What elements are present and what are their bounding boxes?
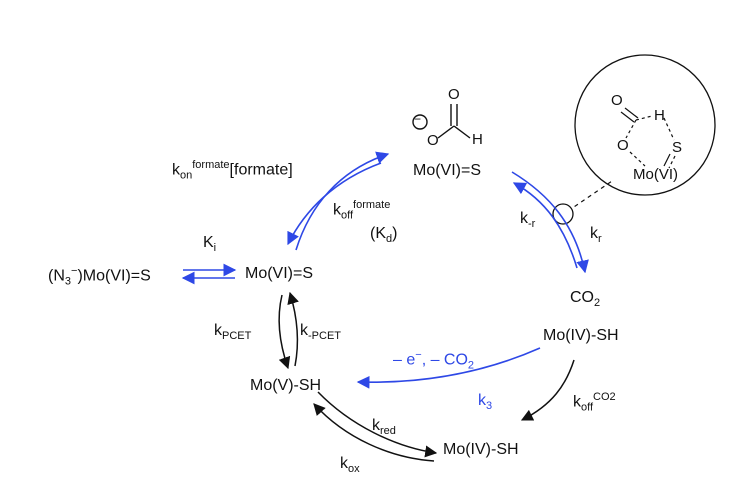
rate-kd: (Kd): [370, 225, 398, 246]
arrow-koff: [287, 162, 382, 246]
inset-dashed-c-h: [635, 115, 653, 121]
rate-koff-co2: koffCO2: [573, 391, 616, 414]
species-inhibited-azide: (N3−)Mo(VI)=S: [48, 265, 151, 288]
inset-o-top: O: [611, 92, 623, 109]
rate-koff-formate: koffformate: [333, 199, 391, 222]
formate-bond-o-c: [437, 125, 455, 139]
rate-kon-formate: konformate[formate]: [172, 159, 293, 182]
species-mo-iv-sh-bottom: Mo(IV)-SH: [443, 441, 519, 458]
transition-state-inset: [552, 54, 716, 225]
inset-bond-c-o-top-a: [620, 111, 635, 123]
rate-k3: k3: [478, 392, 493, 413]
inset-connector-dashed: [567, 180, 613, 212]
inset-mo: Mo(VI): [633, 166, 678, 183]
inset-circle: [574, 54, 716, 196]
inset-dashed-h-s: [663, 117, 675, 141]
rate-kox: kox: [340, 455, 360, 476]
formate-charge-circle: [412, 114, 428, 130]
formate-charge: −: [414, 112, 422, 126]
rate-kr: kr: [590, 225, 602, 246]
arrow-kr: [511, 171, 589, 274]
label-electron-co2-loss: – e−, – CO2: [393, 349, 475, 372]
rate-kpcet-minus: k-PCET: [300, 322, 341, 343]
arrow-k3: [356, 347, 541, 389]
formate-o-left: O: [427, 132, 439, 149]
species-mo-iv-sh-right: Mo(IV)-SH: [543, 327, 619, 344]
rate-kred: kred: [372, 417, 396, 438]
inset-bond-s-mo-a: [663, 153, 671, 167]
arrow-koff-co2: [520, 359, 575, 421]
formate-bond-c-h: [453, 125, 471, 139]
arrow-kred: [317, 391, 438, 458]
arrow-kpcet: [278, 294, 291, 370]
formate-o-top: O: [448, 86, 460, 103]
arrow-kr-minus: [512, 182, 578, 269]
species-top-mo-vi: Mo(VI)=S: [413, 162, 482, 179]
inset-dashed-o-mo: [629, 151, 646, 167]
arrow-kpcet-minus: [287, 291, 299, 367]
inset-h: H: [654, 107, 665, 124]
species-co2: CO2: [570, 289, 601, 310]
transition-state-marker: [552, 203, 574, 225]
rate-kpcet: kPCET: [214, 322, 252, 343]
arrow-kox: [313, 403, 435, 462]
inset-o-left: O: [617, 137, 629, 154]
formate-h: H: [472, 131, 483, 148]
species-mo-v-sh: Mo(V)-SH: [250, 377, 322, 394]
arrows: [181, 151, 589, 462]
inset-s: S: [672, 139, 683, 156]
rate-ki: Ki: [203, 234, 217, 255]
inset-dashed-c-o: [625, 119, 637, 139]
species-left-mo-vi: Mo(VI)=S: [245, 265, 314, 282]
formate-structure: [412, 104, 471, 139]
inset-bond-c-o-top-b: [624, 107, 639, 119]
inset-bond-s-mo-b: [668, 155, 676, 169]
rate-kr-minus: k-r: [520, 210, 536, 231]
